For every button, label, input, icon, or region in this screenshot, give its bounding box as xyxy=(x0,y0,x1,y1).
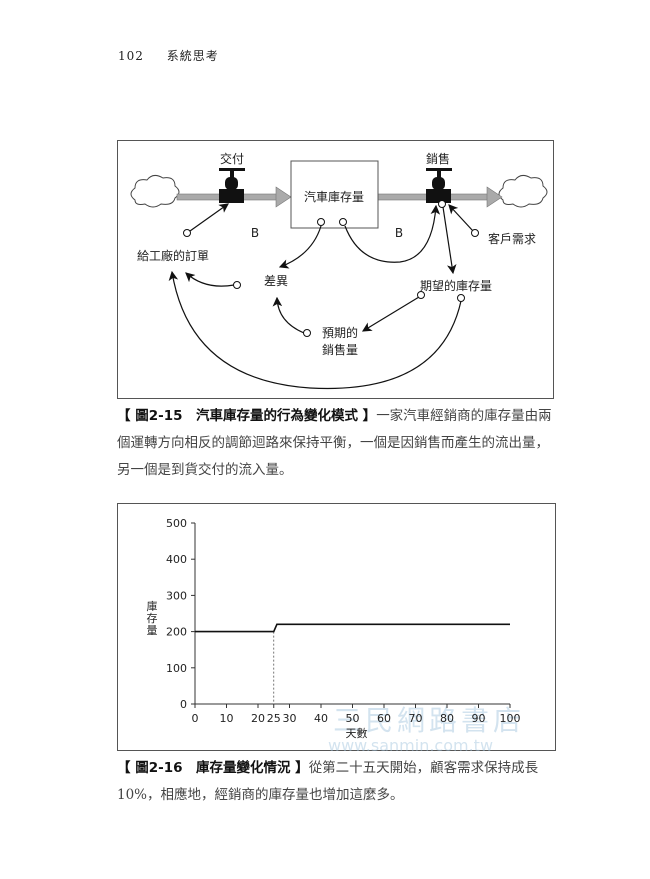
forecast-label-1: 預期的 xyxy=(322,325,358,340)
x-tick-label: 25 xyxy=(267,712,281,725)
x-tick-label: 40 xyxy=(314,712,328,725)
desired-to-orders-link xyxy=(168,270,462,390)
x-tick-label: 100 xyxy=(500,712,521,725)
forecast-label-2: 銷售量 xyxy=(322,342,358,357)
y-axis-label-char: 存 xyxy=(147,611,158,625)
caption-label: 【 圖2-15 汽車庫存量的行為變化模式 】 xyxy=(117,408,377,424)
caption-label: 【 圖2-16 庫存量變化情況 】 xyxy=(117,760,309,776)
running-header: 102 系統思考 xyxy=(118,47,237,64)
x-tick-label: 60 xyxy=(377,712,391,725)
x-tick-label: 0 xyxy=(192,712,199,725)
sink-cloud-icon xyxy=(498,174,548,208)
x-tick-label: 20 xyxy=(251,712,265,725)
forecast-to-gap-link xyxy=(272,296,305,334)
x-axis-label: 天數 xyxy=(346,727,368,740)
demand-to-outflow-link xyxy=(448,204,474,232)
desired-label: 期望的庫存量 xyxy=(420,278,492,293)
x-tick-label: 80 xyxy=(440,712,454,725)
x-tick-label: 50 xyxy=(346,712,360,725)
stock-flow-diagram: 交付 銷售 汽車庫存量 給工廠的訂單 B B 客戶需求 差異 期望的庫存量 預期… xyxy=(117,140,554,399)
loop-right-label: B xyxy=(395,226,403,240)
y-tick-label: 300 xyxy=(166,589,187,602)
y-tick-label: 0 xyxy=(180,698,187,711)
x-tick-label: 30 xyxy=(283,712,297,725)
x-tick-label: 70 xyxy=(409,712,423,725)
book-title: 系統思考 xyxy=(166,49,219,63)
y-tick-label: 200 xyxy=(166,626,187,639)
caption-text: 一家汽車經銷商的庫存量由兩個運轉方向相反的調節迴路來保持平衡，一個是因銷售而產生… xyxy=(117,408,552,478)
desired-to-forecast-link xyxy=(361,296,420,332)
outflow-valve-icon xyxy=(426,168,452,203)
y-axis-label-char: 量 xyxy=(147,624,158,637)
stock-box xyxy=(290,160,379,229)
stock-to-gap-link xyxy=(278,225,322,269)
outflow-label: 銷售 xyxy=(426,151,450,166)
x-tick-label: 10 xyxy=(220,712,234,725)
source-cloud-icon xyxy=(130,174,180,208)
stock-label: 汽車庫存量 xyxy=(304,189,364,204)
page-number: 102 xyxy=(118,49,144,63)
inventory-line xyxy=(195,623,510,633)
y-tick-label: 500 xyxy=(166,517,187,530)
caption-text: 從第二十五天開始，顧客需求保持成長10%，相應地，經銷商的庫存量也增加這麼多。 xyxy=(117,760,539,803)
outflow-arrowhead xyxy=(486,186,503,208)
watermark-url: www.sanmin.com.tw xyxy=(328,736,494,755)
inflow-arrowhead xyxy=(275,186,292,208)
demand-label: 客戶需求 xyxy=(488,231,536,246)
gap-label: 差異 xyxy=(264,274,288,288)
outflow-to-desired-link xyxy=(442,206,457,275)
figure-caption-2-16: 【 圖2-16 庫存量變化情況 】從第二十五天開始，顧客需求保持成長10%，相應… xyxy=(117,755,557,809)
watermark-name: 三民網路書店 xyxy=(333,704,526,737)
figure-caption-2-15: 【 圖2-15 汽車庫存量的行為變化模式 】一家汽車經銷商的庫存量由兩個運轉方向… xyxy=(117,403,557,484)
gap-to-orders-link xyxy=(185,272,235,287)
x-tick-label: 90 xyxy=(472,712,486,725)
loop-left-label: B xyxy=(251,226,259,240)
y-tick-label: 100 xyxy=(166,662,187,675)
inflow-label: 交付 xyxy=(220,151,244,166)
y-tick-label: 400 xyxy=(166,553,187,566)
orders-label: 給工廠的訂單 xyxy=(137,248,209,263)
orders-to-inflow-link xyxy=(189,203,229,232)
stock-to-outflow-link xyxy=(344,204,441,263)
y-axis-label-char: 庫 xyxy=(147,599,158,613)
inflow-valve-icon xyxy=(219,168,245,203)
